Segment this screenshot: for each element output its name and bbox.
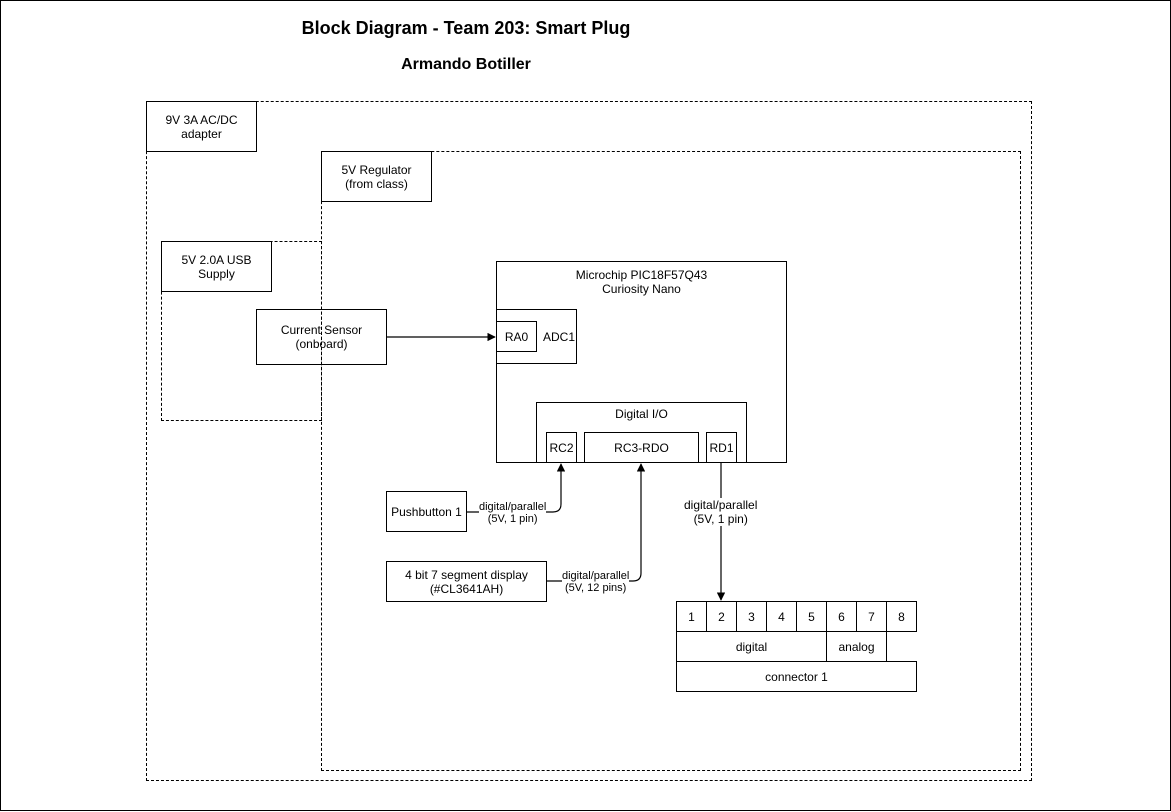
connector-pin-7: 7 [856,601,887,632]
connector-pin-1-label: 1 [688,609,695,624]
pushbutton-conn-line1: digital/parallel [479,501,547,513]
mcu-label-line2: Curiosity Nano [602,282,681,296]
connector-pin-3-label: 3 [748,609,755,624]
pushbutton-connection-label: digital/parallel (5V, 1 pin) [479,501,547,525]
pin-rc2: RC2 [546,432,577,463]
display-label-line2: (#CL3641AH) [429,581,504,596]
adc-label: ADC1 [543,330,576,344]
connector-pin-7-label: 7 [868,609,875,624]
regulator-label-line2: (from class) [345,176,408,191]
pin-rd1-label: RD1 [709,440,734,455]
connector-digital-label: digital [735,639,768,654]
diagram-author: Armando Botiller [401,56,531,73]
connector-1-block: connector 1 [676,661,917,692]
mcu-label-line1: Microchip PIC18F57Q43 [575,268,708,282]
connector-analog-group: analog [826,631,887,662]
connector-pin-2-label: 2 [718,609,725,624]
connector-pin-6-label: 6 [838,609,845,624]
usb-supply-label-line2: Supply [198,266,235,281]
connector-name-label: connector 1 [765,669,828,684]
connector-pin-5-label: 5 [808,609,815,624]
current-sensor-block: Current Sensor(onboard) [256,309,387,365]
connector-pin-4-label: 4 [778,609,785,624]
regulator-block: 5V Regulator(from class) [321,151,432,202]
connector-analog-label: analog [838,639,875,654]
rd1-conn-line2: (5V, 1 pin) [693,512,748,526]
connector-digital-group: digital [676,631,827,662]
rd1-connection-label: digital/parallel (5V, 1 pin) [684,498,758,526]
pin-rd1: RD1 [706,432,737,463]
connector-pin-4: 4 [766,601,797,632]
diagram-title: Block Diagram - Team 203: Smart Plug [301,18,631,38]
connector-pin-5: 5 [796,601,827,632]
pushbutton-block: Pushbutton 1 [386,491,467,532]
adc-pin-ra0: RA0 [496,321,537,352]
pushbutton-conn-line2: (5V, 1 pin) [487,513,538,525]
regulator-label-line1: 5V Regulator [341,162,412,177]
display-conn-line2: (5V, 12 pins) [564,582,627,594]
adapter-label-line2: adapter [181,126,222,141]
display-connection-label: digital/parallel (5V, 12 pins) [562,570,630,594]
connector-pin-8: 8 [886,601,917,632]
regulator-group-boundary [321,151,1021,771]
adc-pin-ra0-label: RA0 [504,329,529,344]
display-conn-line1: digital/parallel [562,570,630,582]
display-label-line1: 4 bit 7 segment display [405,567,528,582]
current-sensor-label-line2: (onboard) [295,337,348,351]
adapter-label-line1: 9V 3A AC/DC [165,112,238,127]
pin-rc2-label: RC2 [549,440,574,455]
current-sensor-label-line1: Current Sensor [280,323,363,337]
connector-pin-3: 3 [736,601,767,632]
pushbutton-label: Pushbutton 1 [391,504,462,519]
display-block: 4 bit 7 segment display(#CL3641AH) [386,561,547,602]
digital-io-label: Digital I/O [615,407,668,421]
connector-pin-8-label: 8 [898,609,905,624]
pushbutton-to-rc2-arrow [467,463,566,513]
pin-rc3-rdo-label: RC3-RDO [614,440,669,455]
pin-rc3-rdo: RC3-RDO [584,432,699,463]
usb-supply-label-line1: 5V 2.0A USB [181,252,252,267]
display-to-rc3-arrow [547,463,646,582]
rd1-conn-line1: digital/parallel [684,498,758,512]
adapter-group-boundary [146,101,1032,781]
